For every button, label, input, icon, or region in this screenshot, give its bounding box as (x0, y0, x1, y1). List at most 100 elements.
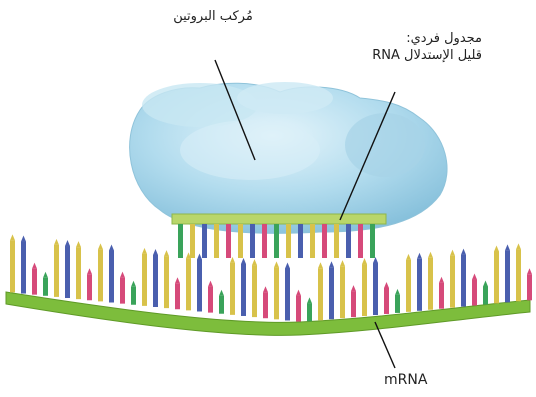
mrna-base (362, 264, 367, 316)
mrna-base (87, 274, 92, 300)
mrna-base-cap (384, 282, 389, 288)
mrna-base (175, 283, 180, 309)
mrna-base-cap (329, 261, 334, 267)
mrna-base (186, 258, 191, 310)
mrna-base (439, 283, 444, 309)
mrna-base (516, 249, 521, 301)
sirna-base (178, 224, 183, 258)
mrna-base-cap (417, 253, 422, 259)
mrna-base-cap (351, 285, 356, 291)
mrna-base-cap (318, 262, 323, 268)
sirna-base (274, 224, 279, 258)
mrna-base-cap (263, 286, 268, 292)
mrna-base-cap (120, 272, 125, 278)
mrna-base (10, 240, 15, 292)
mrna-base (76, 247, 81, 299)
mrna-base (417, 259, 422, 311)
mrna-base-cap (142, 248, 147, 254)
mrna-base-cap (208, 281, 213, 287)
mrna-base-cap (87, 268, 92, 274)
sirna-base (310, 224, 315, 258)
mrna-base (373, 263, 378, 315)
mrna-base-cap (395, 289, 400, 295)
protein-complex (130, 82, 447, 233)
mrna-base (197, 259, 202, 311)
mrna-base (384, 288, 389, 314)
mrna-base-cap (98, 243, 103, 249)
sirna-base (262, 224, 267, 258)
sirna-base (250, 224, 255, 258)
mrna-base-cap (362, 258, 367, 264)
mrna-base-cap (472, 274, 477, 280)
mrna-base-cap (76, 241, 81, 247)
sirna-base (238, 224, 243, 258)
mrna-base (318, 268, 323, 320)
sirna-base (322, 224, 327, 258)
sirna-base (286, 224, 291, 258)
mrna-base-cap (131, 281, 136, 287)
mrna-base-cap (10, 234, 15, 240)
mrna-base-cap (43, 272, 48, 278)
mrna-base (219, 296, 224, 314)
sirna-label-line-2: قليل الإستدلال RNA (332, 47, 482, 64)
mrna-base (98, 249, 103, 301)
mrna-base-cap (406, 254, 411, 260)
mrna-base (351, 291, 356, 317)
mrna-base (483, 286, 488, 304)
mrna-base (21, 242, 26, 294)
sirna-base (358, 224, 363, 258)
mrna-base (32, 269, 37, 295)
mrna-base (131, 287, 136, 305)
mrna-base (142, 254, 147, 306)
mrna-base-cap (428, 252, 433, 258)
sirna-base (346, 224, 351, 258)
mrna-base-cap (494, 245, 499, 251)
mrna-base-cap (54, 239, 59, 245)
mrna-base-cap (450, 250, 455, 256)
mrna-base (450, 256, 455, 308)
mrna-base-cap (461, 249, 466, 255)
mrna-base (109, 251, 114, 303)
mrna-base (164, 256, 169, 308)
mrna-base (505, 250, 510, 302)
mrna-base-cap (285, 262, 290, 268)
mrna-base (527, 274, 532, 300)
mrna-base (241, 264, 246, 316)
sirna-label: مجدول فردي: قليل الإستدلال RNA (332, 30, 482, 64)
mrna-base-cap (109, 245, 114, 251)
mrna-base-cap (439, 277, 444, 283)
mrna-base (296, 296, 301, 322)
mrna-base (208, 287, 213, 313)
mrna-base (428, 258, 433, 310)
sirna-label-line-1: مجدول فردي: (332, 30, 482, 47)
mrna-base-cap (252, 259, 257, 265)
mrna-base (263, 292, 268, 318)
mrna-base (285, 268, 290, 320)
mrna-base-cap (175, 277, 180, 283)
mrna-base (329, 267, 334, 319)
mrna-pointer-line (375, 322, 395, 368)
mrna-base (307, 303, 312, 321)
mrna-base-cap (241, 258, 246, 264)
sirna-base (202, 224, 207, 258)
sirna-base (334, 224, 339, 258)
mrna-base (43, 278, 48, 296)
mrna-base-cap (153, 249, 158, 255)
mrna-base-cap (164, 250, 169, 256)
mrna-base-cap (527, 268, 532, 274)
mrna-base-cap (274, 261, 279, 267)
mrna-base-cap (340, 260, 345, 266)
sirna-base (298, 224, 303, 258)
mrna-base (153, 255, 158, 307)
mrna-base (120, 278, 125, 304)
mrna-base-cap (296, 290, 301, 296)
mrna-base (274, 267, 279, 319)
mrna-base (395, 295, 400, 313)
mrna-base (252, 265, 257, 317)
mrna-label: mRNA (384, 372, 427, 389)
mrna-base-cap (21, 236, 26, 242)
sirna-base (190, 224, 195, 258)
mrna-base-cap (197, 253, 202, 259)
mrna-base-cap (516, 243, 521, 249)
protein-complex-label: مُركب البروتين (158, 8, 268, 25)
